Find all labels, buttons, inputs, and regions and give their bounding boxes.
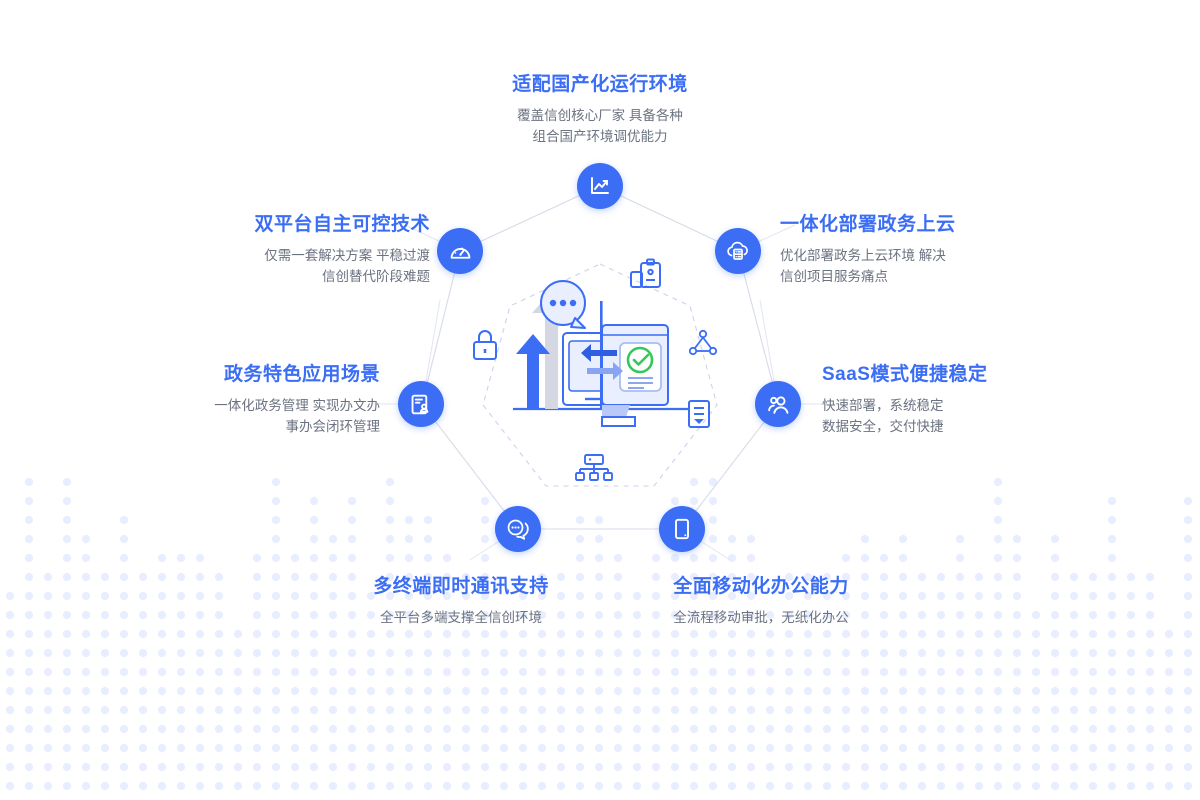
feature-desc: 全流程移动审批，无纸化办公 xyxy=(575,607,947,628)
feature-text-adapt-domestic-runtime: 适配国产化运行环境 覆盖信创核心厂家 具备各种 组合国产环境调优能力 xyxy=(403,72,797,147)
feature-text-multi-terminal-im: 多终端即时通讯支持 全平台多端支撑全信创环境 xyxy=(275,574,647,628)
clipboard-icon xyxy=(630,258,661,288)
feature-desc-line2: 组合国产环境调优能力 xyxy=(532,129,668,144)
background-dot-pattern xyxy=(5,477,1193,791)
feature-desc-line2: 信创替代阶段难题 xyxy=(322,269,430,284)
document-lines-icon xyxy=(688,400,710,428)
feature-title: SaaS模式便捷稳定 xyxy=(822,364,988,385)
share-network-icon xyxy=(688,329,718,356)
feature-node-integrated-gov-cloud[interactable] xyxy=(715,228,761,274)
feature-desc-line1: 快速部署，系统稳定 xyxy=(822,398,944,413)
chat-bubble-dots xyxy=(540,280,586,329)
feature-desc-line2: 事办会闭环管理 xyxy=(285,419,381,434)
approved-document-check xyxy=(619,342,662,392)
arrow-right-light-shape xyxy=(587,362,623,380)
mobile-device-icon xyxy=(670,517,694,541)
up-arrow-gray xyxy=(532,291,571,409)
feature-desc-line1: 优化部署政务上云环境 解决 xyxy=(780,248,946,263)
cloud-server-icon xyxy=(725,238,751,264)
feature-title: 多终端即时通讯支持 xyxy=(373,576,549,597)
line-chart-icon xyxy=(588,174,612,198)
users-icon xyxy=(766,392,791,417)
feature-desc-line1: 仅需一套解决方案 平稳过渡 xyxy=(264,248,430,263)
feature-desc-line1: 一体化政务管理 实现办文办 xyxy=(214,398,380,413)
feature-title: 适配国产化运行环境 xyxy=(512,74,688,95)
feature-title: 双平台自主可控技术 xyxy=(254,214,430,235)
chat-bubbles-icon xyxy=(505,516,531,542)
up-arrow-blue xyxy=(516,334,550,409)
feature-desc: 优化部署政务上云环境 解决 信创项目服务痛点 xyxy=(780,245,1085,287)
feature-node-adapt-domestic-runtime[interactable] xyxy=(577,163,623,209)
org-chart-icon xyxy=(575,454,613,481)
central-illustration xyxy=(473,258,718,481)
feature-desc-line1: 全流程移动审批，无纸化办公 xyxy=(673,610,849,625)
feature-desc-line2: 信创项目服务痛点 xyxy=(780,269,888,284)
feature-desc: 全平台多端支撑全信创环境 xyxy=(275,607,647,628)
feature-desc: 覆盖信创核心厂家 具备各种 组合国产环境调优能力 xyxy=(403,105,797,147)
feature-desc: 快速部署，系统稳定 数据安全，交付快捷 xyxy=(822,395,1117,437)
feature-title: 政务特色应用场景 xyxy=(223,364,380,385)
feature-text-gov-application-scenarios: 政务特色应用场景 一体化政务管理 实现办文办 事办会闭环管理 xyxy=(85,362,380,437)
feature-desc: 一体化政务管理 实现办文办 事办会闭环管理 xyxy=(85,395,380,437)
feature-node-dual-platform-autonomous[interactable] xyxy=(437,228,483,274)
feature-title: 全面移动化办公能力 xyxy=(673,576,849,597)
lock-icon xyxy=(473,330,497,360)
feature-node-multi-terminal-im[interactable] xyxy=(495,506,541,552)
feature-desc-line1: 覆盖信创核心厂家 具备各种 xyxy=(517,108,683,123)
document-seal-icon xyxy=(409,392,434,417)
feature-desc-line1: 全平台多端支撑全信创环境 xyxy=(380,610,542,625)
gauge-icon xyxy=(448,239,473,264)
feature-desc: 仅需一套解决方案 平稳过渡 信创替代阶段难题 xyxy=(125,245,430,287)
feature-node-gov-application-scenarios[interactable] xyxy=(398,381,444,427)
feature-desc-line2: 数据安全，交付快捷 xyxy=(822,419,944,434)
feature-node-saas-stable[interactable] xyxy=(755,381,801,427)
feature-text-saas-stable: SaaS模式便捷稳定 快速部署，系统稳定 数据安全，交付快捷 xyxy=(822,362,1117,437)
feature-node-full-mobile-office[interactable] xyxy=(659,506,705,552)
arrow-left-dark-shape xyxy=(581,344,617,362)
feature-text-full-mobile-office: 全面移动化办公能力 全流程移动审批，无纸化办公 xyxy=(575,574,947,628)
feature-title: 一体化部署政务上云 xyxy=(780,214,956,235)
feature-text-dual-platform-autonomous: 双平台自主可控技术 仅需一套解决方案 平稳过渡 信创替代阶段难题 xyxy=(125,212,430,287)
feature-text-integrated-gov-cloud: 一体化部署政务上云 优化部署政务上云环境 解决 信创项目服务痛点 xyxy=(780,212,1085,287)
